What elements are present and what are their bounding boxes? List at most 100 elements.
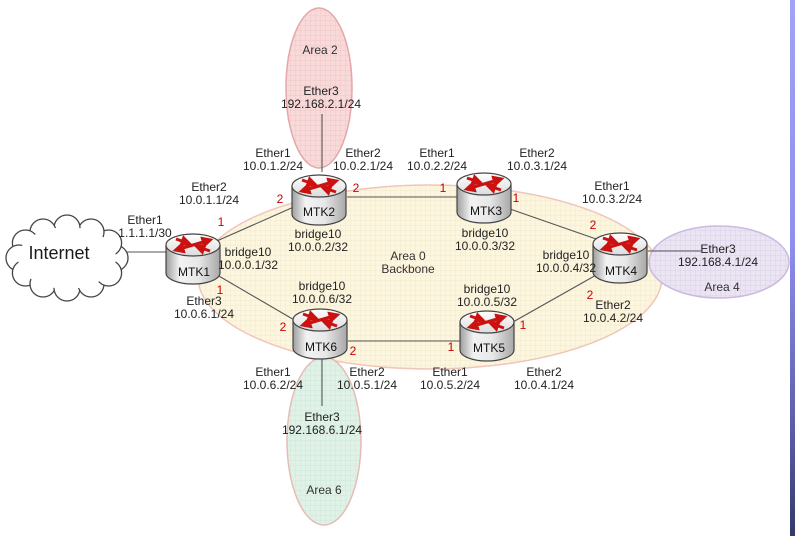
mtk1-eth2-label: Ether2 10.0.1.1/24 — [179, 181, 239, 207]
link-mtk1-mtk2 — [209, 205, 297, 245]
router-mtk3-name: MTK3 — [469, 204, 503, 218]
mtk4-eth2-if: Ether2 — [595, 298, 631, 312]
mtk3-eth2-ip: 10.0.3.1/24 — [506, 159, 568, 173]
mtk5-eth2-if: Ether2 — [526, 365, 562, 379]
mtk6-eth2-if: Ether2 — [349, 365, 385, 379]
mtk5-bridge-label: bridge10 10.0.0.5/32 — [457, 283, 517, 309]
mtk2-eth1-ip: 10.0.1.2/24 — [242, 159, 304, 173]
mtk4-eth3-label: Ether3 192.168.4.1/24 — [678, 243, 758, 269]
link-mtk1-mtk6 — [211, 271, 297, 322]
mtk6-eth1-label: Ether1 10.0.6.2/24 — [243, 366, 303, 392]
cost-mtk1-to-mtk2: 1 — [217, 215, 225, 229]
mtk5-eth1-if: Ether1 — [432, 365, 468, 379]
router-mtk2-name: MTK2 — [302, 205, 336, 219]
mtk5-eth1-ip: 10.0.5.2/24 — [419, 378, 481, 392]
mtk6-bridge-label: bridge10 10.0.0.6/32 — [292, 280, 352, 306]
area2-ellipse — [285, 7, 353, 169]
mtk2-eth2-label: Ether2 10.0.2.1/24 — [333, 147, 393, 173]
mtk1-eth3-label: Ether3 10.0.6.1/24 — [174, 295, 234, 321]
mtk2-eth3-if: Ether3 — [303, 84, 339, 98]
mtk4-eth2-label: Ether2 10.0.4.2/24 — [583, 299, 643, 325]
mtk4-eth1-label: Ether1 10.0.3.2/24 — [582, 180, 642, 206]
area0-label: Area 0 Backbone — [381, 250, 434, 276]
mtk2-bridge-ip: 10.0.0.2/32 — [287, 240, 349, 254]
mtk2-eth1-if: Ether1 — [255, 146, 291, 160]
mtk1-wan-ip: 1.1.1.1/30 — [118, 226, 172, 240]
mtk3-bridge-label: bridge10 10.0.0.3/32 — [455, 227, 515, 253]
cost-mtk1-to-mtk6: 1 — [216, 283, 224, 297]
cost-mtk3-to-mtk4: 1 — [512, 191, 520, 205]
internet-cloud — [5, 214, 129, 302]
cost-mtk6-to-mtk5: 2 — [349, 344, 357, 358]
cost-mtk5-to-mtk4: 1 — [519, 318, 527, 332]
mtk2-eth3-label: Ether3 192.168.2.1/24 — [281, 85, 361, 111]
cost-mtk2-to-mtk1: 2 — [276, 192, 284, 206]
mtk4-eth1-ip: 10.0.3.2/24 — [581, 192, 643, 206]
cost-mtk5-to-mtk6: 1 — [447, 340, 455, 354]
mtk5-bridge-ip: 10.0.0.5/32 — [456, 295, 518, 309]
mtk1-wan-if: Ether1 — [127, 213, 163, 227]
mtk1-eth2-ip: 10.0.1.1/24 — [178, 193, 240, 207]
area6-label: Area 6 — [306, 483, 342, 497]
link-mtk3-mtk4 — [509, 208, 600, 241]
mtk3-bridge-ip: 10.0.0.3/32 — [454, 239, 516, 253]
area0-label-line2: Backbone — [381, 262, 435, 276]
router-mtk6-name: MTK6 — [304, 340, 338, 354]
area4-ellipse — [648, 225, 790, 299]
cost-mtk3-to-mtk2: 1 — [439, 181, 447, 195]
mtk4-bridge-label: bridge10 10.0.0.4/32 — [536, 249, 596, 275]
cost-mtk4-to-mtk3: 2 — [589, 218, 597, 232]
mtk3-eth1-ip: 10.0.2.2/24 — [406, 159, 468, 173]
mtk6-eth1-ip: 10.0.6.2/24 — [242, 378, 304, 392]
mtk4-eth3-if: Ether3 — [700, 242, 736, 256]
mtk6-bridge-ip: 10.0.0.6/32 — [291, 292, 353, 306]
mtk3-eth1-if: Ether1 — [419, 146, 455, 160]
area4-label: Area 4 — [704, 280, 740, 294]
mtk1-eth3-if: Ether3 — [186, 294, 222, 308]
mtk2-eth3-ip: 192.168.2.1/24 — [280, 97, 362, 111]
link-mtk4-mtk5 — [512, 273, 599, 323]
mtk6-eth1-if: Ether1 — [255, 365, 291, 379]
router-mtk1-name: MTK1 — [177, 265, 211, 279]
mtk6-eth2-ip: 10.0.5.1/24 — [336, 378, 398, 392]
mtk2-bridge-label: bridge10 10.0.0.2/32 — [288, 228, 348, 254]
mtk4-eth2-ip: 10.0.4.2/24 — [582, 311, 644, 325]
router-mtk5-name: MTK5 — [472, 341, 506, 355]
mtk5-eth2-label: Ether2 10.0.4.1/24 — [514, 366, 574, 392]
mtk5-eth1-label: Ether1 10.0.5.2/24 — [420, 366, 480, 392]
area0-label-line1: Area 0 — [390, 249, 426, 263]
mtk5-bridge-if: bridge10 — [463, 282, 511, 296]
mtk6-eth2-label: Ether2 10.0.5.1/24 — [337, 366, 397, 392]
mtk6-eth3-ip: 192.168.6.1/24 — [281, 423, 363, 437]
mtk2-eth2-ip: 10.0.2.1/24 — [332, 159, 394, 173]
mtk4-eth3-ip: 192.168.4.1/24 — [677, 255, 759, 269]
mtk6-bridge-if: bridge10 — [298, 279, 346, 293]
mtk5-eth2-ip: 10.0.4.1/24 — [513, 378, 575, 392]
mtk2-eth1-label: Ether1 10.0.1.2/24 — [243, 147, 303, 173]
mtk4-bridge-ip: 10.0.0.4/32 — [535, 261, 597, 275]
internet-label: Internet — [28, 243, 90, 263]
mtk1-eth2-if: Ether2 — [191, 180, 227, 194]
router-mtk4-name: MTK4 — [604, 264, 638, 278]
mtk3-eth2-label: Ether2 10.0.3.1/24 — [507, 147, 567, 173]
slide-right-border — [790, 0, 795, 536]
mtk6-eth3-if: Ether3 — [304, 410, 340, 424]
mtk1-bridge-ip: 10.0.0.1/32 — [217, 258, 279, 272]
mtk1-bridge-label: bridge10 10.0.0.1/32 — [218, 246, 278, 272]
mtk1-bridge-if: bridge10 — [224, 245, 272, 259]
area2-label: Area 2 — [302, 43, 338, 57]
mtk6-eth3-label: Ether3 192.168.6.1/24 — [282, 411, 362, 437]
cost-mtk2-to-mtk3: 2 — [352, 181, 360, 195]
mtk3-eth2-if: Ether2 — [519, 146, 555, 160]
mtk4-eth1-if: Ether1 — [594, 179, 630, 193]
mtk3-bridge-if: bridge10 — [461, 226, 509, 240]
mtk3-eth1-label: Ether1 10.0.2.2/24 — [407, 147, 467, 173]
cost-mtk6-to-mtk1: 2 — [279, 320, 287, 334]
mtk1-eth3-ip: 10.0.6.1/24 — [173, 307, 235, 321]
mtk1-wan-label: Ether1 1.1.1.1/30 — [118, 214, 171, 240]
mtk4-bridge-if: bridge10 — [542, 248, 590, 262]
mtk2-bridge-if: bridge10 — [294, 227, 342, 241]
mtk2-eth2-if: Ether2 — [345, 146, 381, 160]
